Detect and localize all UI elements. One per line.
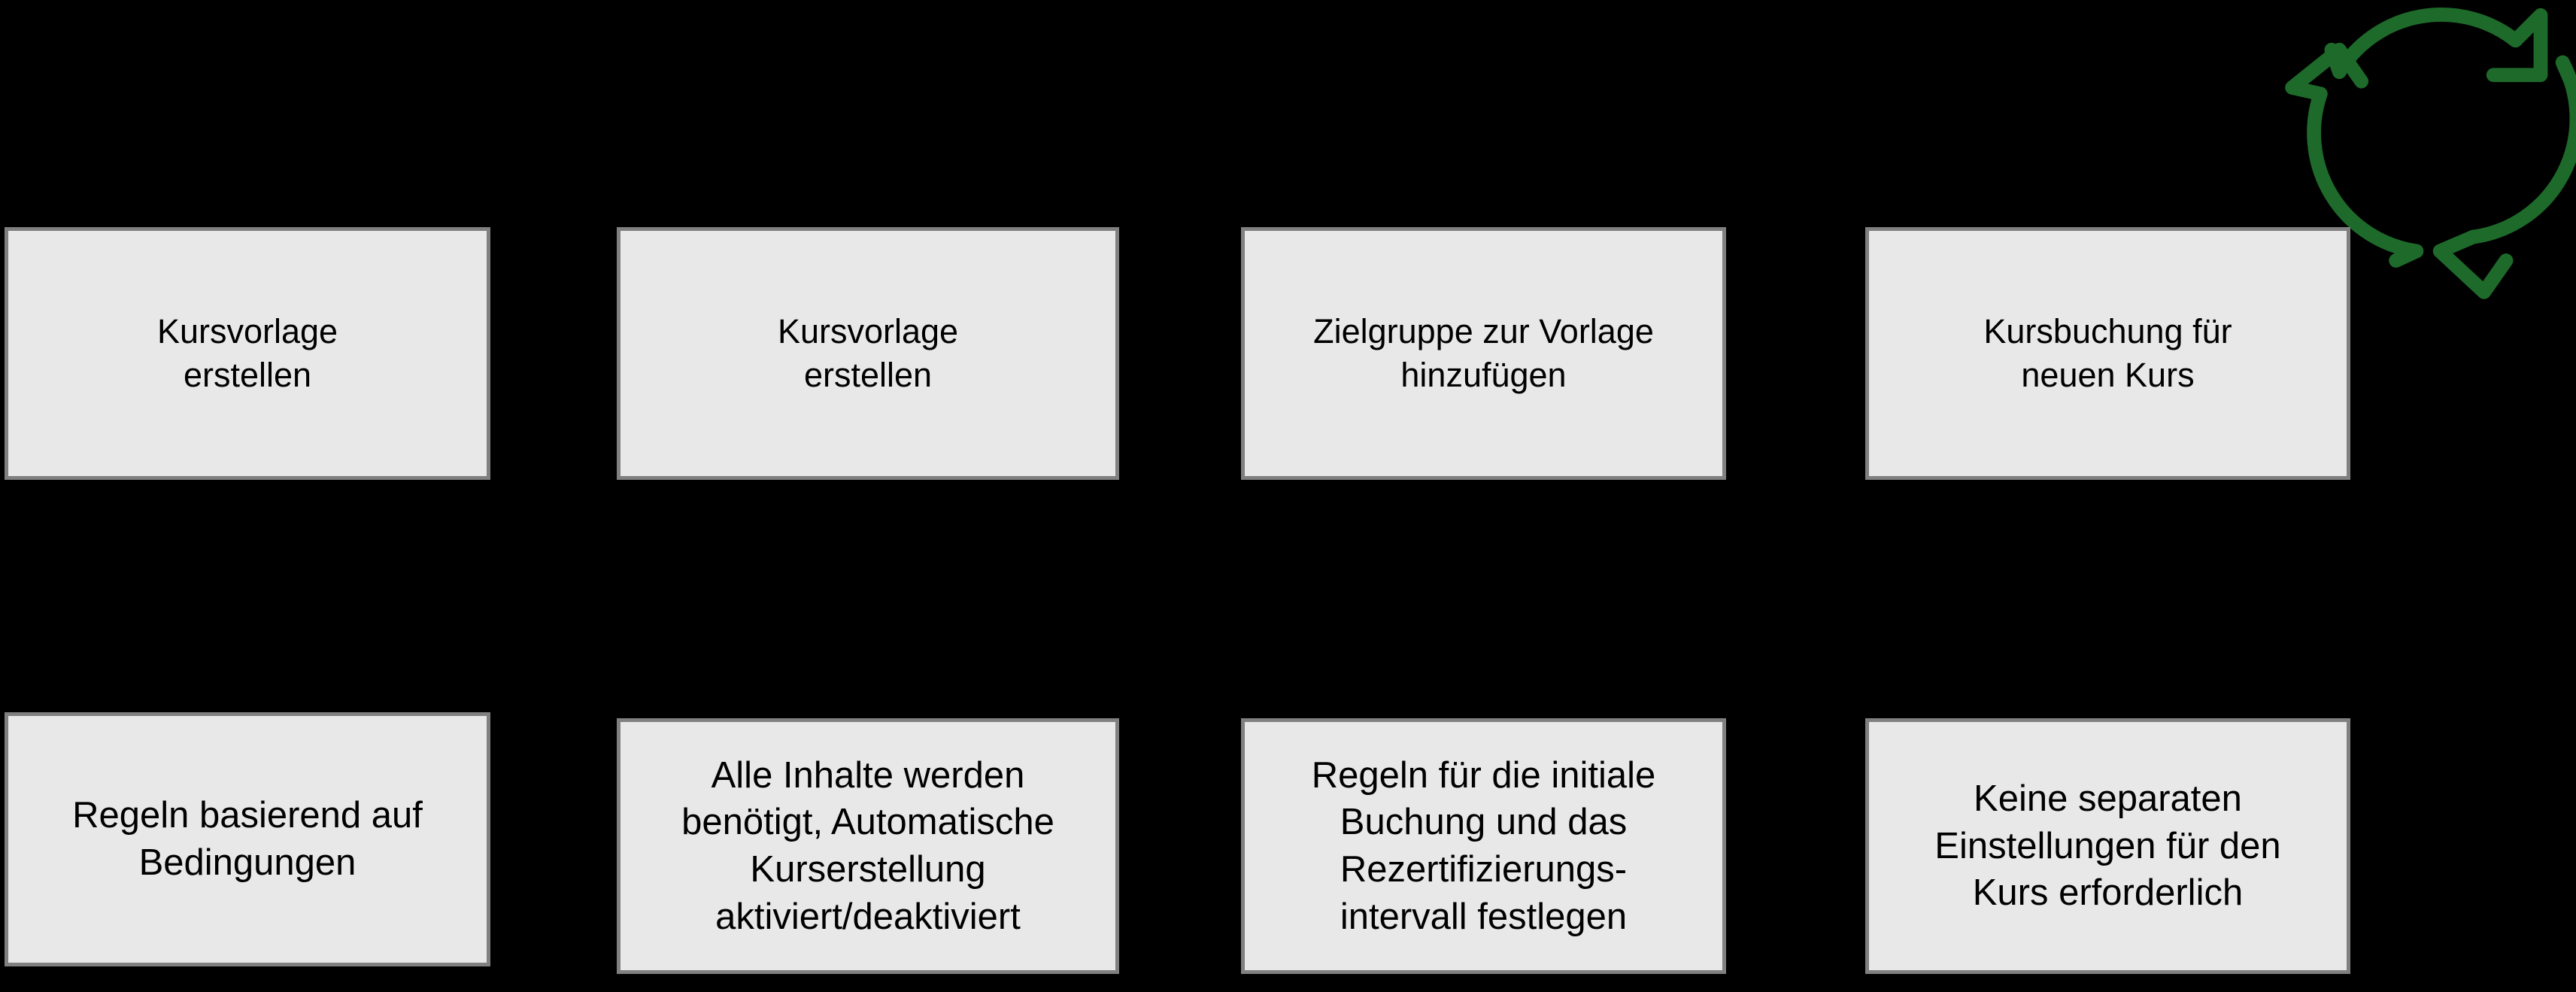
detail-note-box[interactable]: Keine separaten Einstellungen für den Ku…: [1865, 718, 2350, 974]
process-step-label: Kursvorlage erstellen: [777, 312, 959, 394]
process-step-label: Kursvorlage erstellen: [156, 312, 338, 394]
detail-note-box[interactable]: Alle Inhalte werden benötigt, Automatisc…: [617, 718, 1119, 974]
process-step-label: Zielgruppe zur Vorlage hinzufügen: [1313, 312, 1654, 394]
process-step-box[interactable]: Kursbuchung für neuen Kurs: [1865, 227, 2350, 480]
detail-note-box[interactable]: Regeln für die initiale Buchung und das …: [1241, 718, 1726, 974]
detail-note-box[interactable]: Regeln basierend auf Bedingungen: [5, 712, 490, 966]
process-step-box[interactable]: Kursvorlage erstellen: [5, 227, 490, 480]
detail-note-label: Alle Inhalte werden benötigt, Automatisc…: [681, 754, 1054, 937]
process-step-label: Kursbuchung für neuen Kurs: [1983, 312, 2232, 394]
process-step-box[interactable]: Zielgruppe zur Vorlage hinzufügen: [1241, 227, 1726, 480]
detail-note-label: Regeln basierend auf Bedingungen: [72, 795, 423, 883]
detail-note-label: Keine separaten Einstellungen für den Ku…: [1934, 778, 2281, 914]
process-step-box[interactable]: Kursvorlage erstellen: [617, 227, 1119, 480]
detail-note-label: Regeln für die initiale Buchung und das …: [1311, 754, 1656, 937]
